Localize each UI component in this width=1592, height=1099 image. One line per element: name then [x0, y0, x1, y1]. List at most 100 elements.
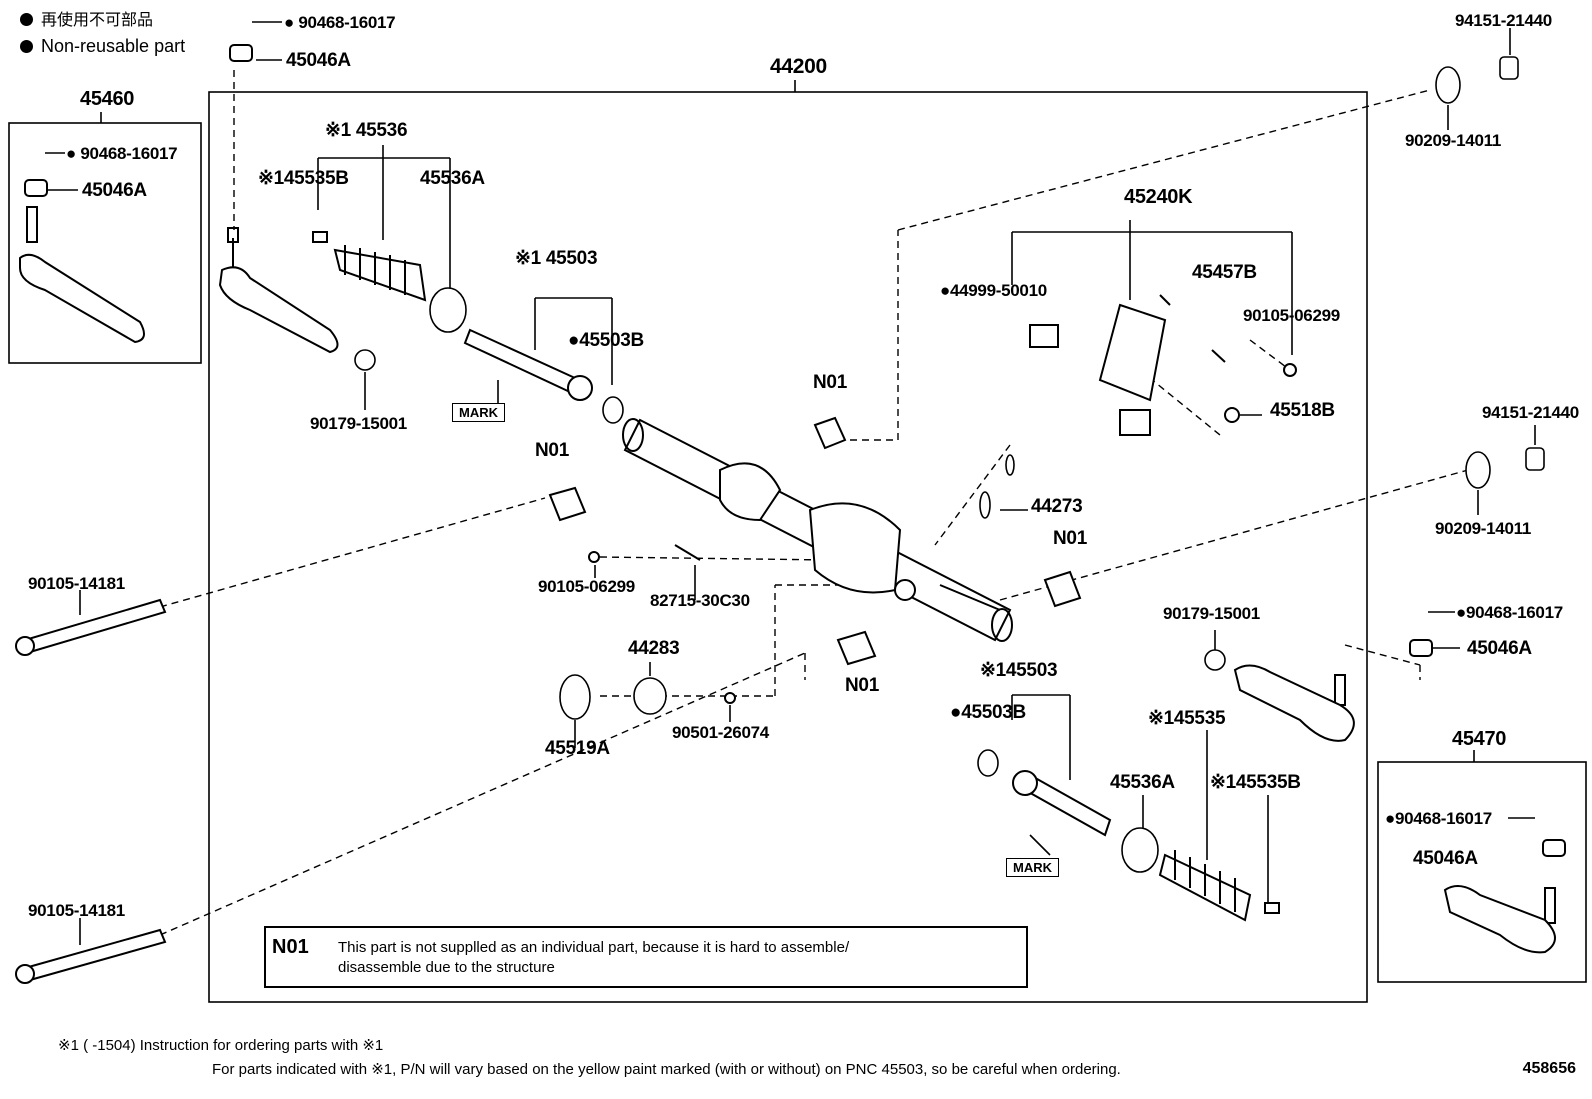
nut-94151-top	[1499, 56, 1519, 80]
label-90468-top[interactable]: ● 90468-16017	[284, 13, 396, 32]
asterisk: ※1	[258, 168, 284, 189]
label-82715[interactable]: 82715-30C30	[650, 591, 750, 610]
label-90501[interactable]: 90501-26074	[672, 723, 769, 742]
label-90468-right[interactable]: ●90468-16017	[1456, 603, 1563, 622]
label-44200[interactable]: 44200	[770, 55, 827, 78]
legend-jp-text: 再使用不可部品	[41, 12, 154, 29]
bullet-icon	[20, 13, 33, 26]
label-44283[interactable]: 44283	[628, 638, 680, 659]
label-n01-b[interactable]: N01	[535, 440, 569, 461]
label-45535-right[interactable]: ※145535	[1148, 708, 1226, 730]
label-90209-mid[interactable]: 90209-14011	[1435, 519, 1531, 538]
label-45518B[interactable]: 45518B	[1270, 400, 1335, 421]
label-45457B[interactable]: 45457B	[1192, 262, 1257, 283]
legend-jp: 再使用不可部品	[20, 10, 153, 32]
asterisk: ※1	[515, 248, 541, 269]
label-90468-left-group[interactable]: ● 90468-16017	[66, 144, 178, 163]
washer-90209-mid	[1465, 451, 1491, 489]
label-45046A-right[interactable]: 45046A	[1467, 638, 1532, 659]
assembly-frame	[208, 91, 1368, 1003]
label-90179-right[interactable]: 90179-15001	[1163, 604, 1260, 623]
clamp-a-left	[429, 287, 467, 333]
label-90105-14181-upper[interactable]: 90105-14181	[28, 574, 125, 593]
label-45503-left[interactable]: ※1 45503	[515, 248, 598, 270]
washer-left	[602, 396, 624, 424]
label-n01-a[interactable]: N01	[813, 372, 847, 393]
label-94151-top[interactable]: 94151-21440	[1455, 11, 1552, 30]
asterisk: ※1	[980, 660, 1006, 681]
boot-right	[1158, 850, 1252, 922]
label-90105-06299-left[interactable]: 90105-06299	[538, 577, 635, 596]
label-45519A[interactable]: 45519A	[545, 738, 610, 759]
label-44273[interactable]: 44273	[1031, 496, 1083, 517]
nut-94151-mid	[1525, 447, 1545, 471]
rack-rod-right	[1012, 770, 1112, 837]
label-text: 90468-16017	[1394, 809, 1492, 828]
right-group-frame	[1377, 761, 1587, 983]
label-n01-c[interactable]: N01	[1053, 528, 1087, 549]
label-text: 90468-16017	[80, 144, 178, 163]
label-45503B-right[interactable]: ●45503B	[950, 702, 1026, 723]
label-90468-right-group[interactable]: ●90468-16017	[1385, 809, 1492, 828]
document-id: 458656	[1522, 1060, 1576, 1077]
label-94151-mid[interactable]: 94151-21440	[1482, 403, 1579, 422]
label-90105-14181-lower[interactable]: 90105-14181	[28, 901, 125, 920]
label-text: 90468-16017	[1465, 603, 1563, 622]
label-45536A-right[interactable]: 45536A	[1110, 772, 1175, 793]
long-bolt-lower	[15, 928, 167, 984]
nut-90179-right	[1204, 649, 1226, 671]
label-text: 90468-16017	[298, 13, 396, 32]
label-text: 45503B	[579, 330, 644, 351]
footnote-1: ※1 ( -1504) Instruction for ordering par…	[58, 1037, 384, 1054]
seal-44283	[633, 677, 667, 715]
rack-housing	[622, 418, 1013, 642]
label-45536[interactable]: ※1 45536	[325, 120, 408, 142]
note-line-2: disassemble due to the structure	[338, 959, 555, 976]
control-valve	[1029, 294, 1171, 436]
label-45046A-right-group[interactable]: 45046A	[1413, 848, 1478, 869]
legend-en: Non-reusable part	[20, 35, 185, 57]
asterisk: ※1	[325, 120, 351, 141]
washer-right	[977, 749, 999, 777]
label-brackets	[317, 145, 1293, 905]
clamp-a-right	[1121, 827, 1159, 873]
label-text: 45535	[1173, 708, 1226, 729]
label-text: 45503B	[961, 702, 1026, 723]
label-90179-left[interactable]: 90179-15001	[310, 414, 407, 433]
label-45503B-left[interactable]: ●45503B	[568, 330, 644, 351]
note-text: This part is not supplled as an individu…	[338, 938, 849, 978]
ring-45519A	[559, 674, 591, 720]
nut-90179-left	[354, 349, 376, 371]
washer-90209-top	[1435, 66, 1461, 104]
label-text: 45535B	[283, 168, 349, 189]
label-45046A-left-group[interactable]: 45046A	[82, 180, 147, 201]
note-code: N01	[272, 936, 309, 958]
label-text: 45503	[545, 248, 598, 269]
label-45535B-right[interactable]: ※145535B	[1210, 772, 1301, 794]
left-group-frame	[8, 122, 202, 364]
label-45503-right[interactable]: ※145503	[980, 660, 1058, 682]
label-45046A-top[interactable]: 45046A	[286, 50, 351, 71]
dashed-leaders	[159, 70, 1469, 936]
label-n01-d[interactable]: N01	[845, 675, 879, 696]
label-45240K[interactable]: 45240K	[1124, 186, 1193, 208]
label-44999[interactable]: ●44999-50010	[940, 281, 1047, 300]
label-text: 44999-50010	[949, 281, 1047, 300]
oring-44273	[979, 491, 991, 519]
oring-44999	[1005, 454, 1015, 476]
label-text: 45536	[355, 120, 408, 141]
label-90209-top[interactable]: 90209-14011	[1405, 131, 1501, 150]
label-45470[interactable]: 45470	[1452, 728, 1507, 750]
small-fasteners	[24, 44, 1566, 914]
label-45460[interactable]: 45460	[80, 88, 135, 110]
label-90105-06299-right[interactable]: 90105-06299	[1243, 306, 1340, 325]
asterisk: ※1	[1148, 708, 1174, 729]
tie-rod-end-left	[218, 227, 339, 354]
long-bolt-upper	[15, 598, 167, 656]
tie-rod-end-group-right	[1443, 885, 1556, 954]
label-45535B-left[interactable]: ※145535B	[258, 168, 349, 190]
label-45536A-left[interactable]: 45536A	[420, 168, 485, 189]
note-line-1: This part is not supplled as an individu…	[338, 939, 850, 956]
